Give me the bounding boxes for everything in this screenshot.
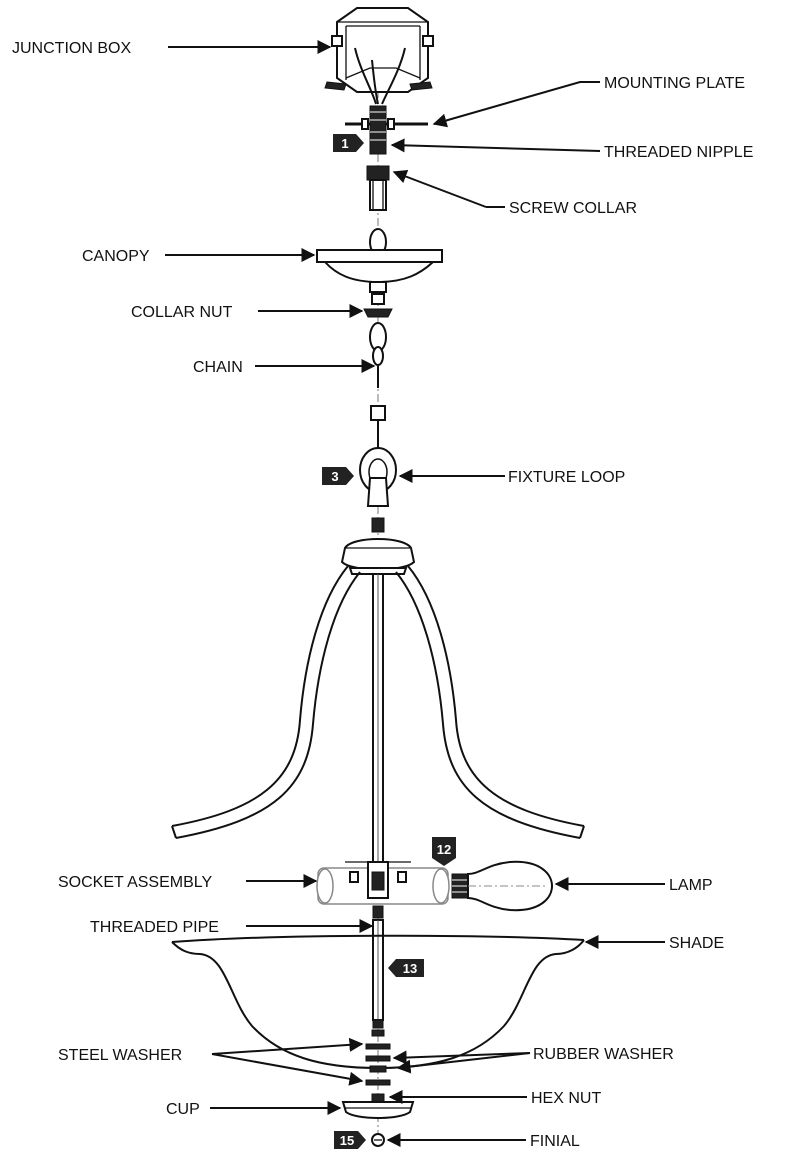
label-finial: FINIAL xyxy=(530,1133,580,1150)
fixture-body xyxy=(171,538,585,865)
step-badge-13: 13 xyxy=(388,959,424,977)
canopy xyxy=(316,249,443,293)
label-lamp: LAMP xyxy=(669,877,713,894)
screw-collar xyxy=(366,165,390,211)
label-fixture-loop: FIXTURE LOOP xyxy=(508,469,625,486)
junction-box xyxy=(324,7,434,105)
cup xyxy=(341,1101,415,1119)
svg-text:13: 13 xyxy=(403,961,417,976)
label-cup: CUP xyxy=(166,1101,200,1118)
label-rubber-washer: RUBBER WASHER xyxy=(533,1046,674,1063)
fixture-loop xyxy=(359,405,397,533)
label-socket-assembly: SOCKET ASSEMBLY xyxy=(58,874,212,891)
collar-nut xyxy=(363,293,393,318)
label-collar-nut: COLLAR NUT xyxy=(131,304,233,321)
finial xyxy=(371,1133,385,1147)
threaded-nipple xyxy=(369,105,387,155)
label-mounting-plate: MOUNTING PLATE xyxy=(604,75,745,92)
step-badge-15: 15 xyxy=(334,1131,366,1149)
label-canopy: CANOPY xyxy=(82,248,150,265)
step-badge-1: 1 xyxy=(333,134,364,152)
socket-assembly xyxy=(316,861,450,905)
label-threaded-pipe: THREADED PIPE xyxy=(90,919,219,936)
svg-text:15: 15 xyxy=(340,1133,354,1148)
leader-lines xyxy=(165,40,665,1147)
chain xyxy=(369,322,387,388)
step-badge-12: 12 xyxy=(432,837,456,866)
svg-text:3: 3 xyxy=(331,469,338,484)
label-junction-box: JUNCTION BOX xyxy=(12,40,131,57)
threaded-pipe xyxy=(372,905,384,1029)
label-shade: SHADE xyxy=(669,935,724,952)
svg-text:12: 12 xyxy=(437,842,451,857)
label-screw-collar: SCREW COLLAR xyxy=(509,200,637,217)
svg-text:1: 1 xyxy=(341,136,348,151)
label-hex-nut: HEX NUT xyxy=(531,1090,601,1107)
label-threaded-nipple: THREADED NIPPLE xyxy=(604,144,753,161)
lamp xyxy=(451,860,554,912)
washers-and-nut xyxy=(365,1029,391,1103)
step-badge-3: 3 xyxy=(322,467,354,485)
label-chain: CHAIN xyxy=(193,359,243,376)
label-steel-washer: STEEL WASHER xyxy=(58,1047,182,1064)
